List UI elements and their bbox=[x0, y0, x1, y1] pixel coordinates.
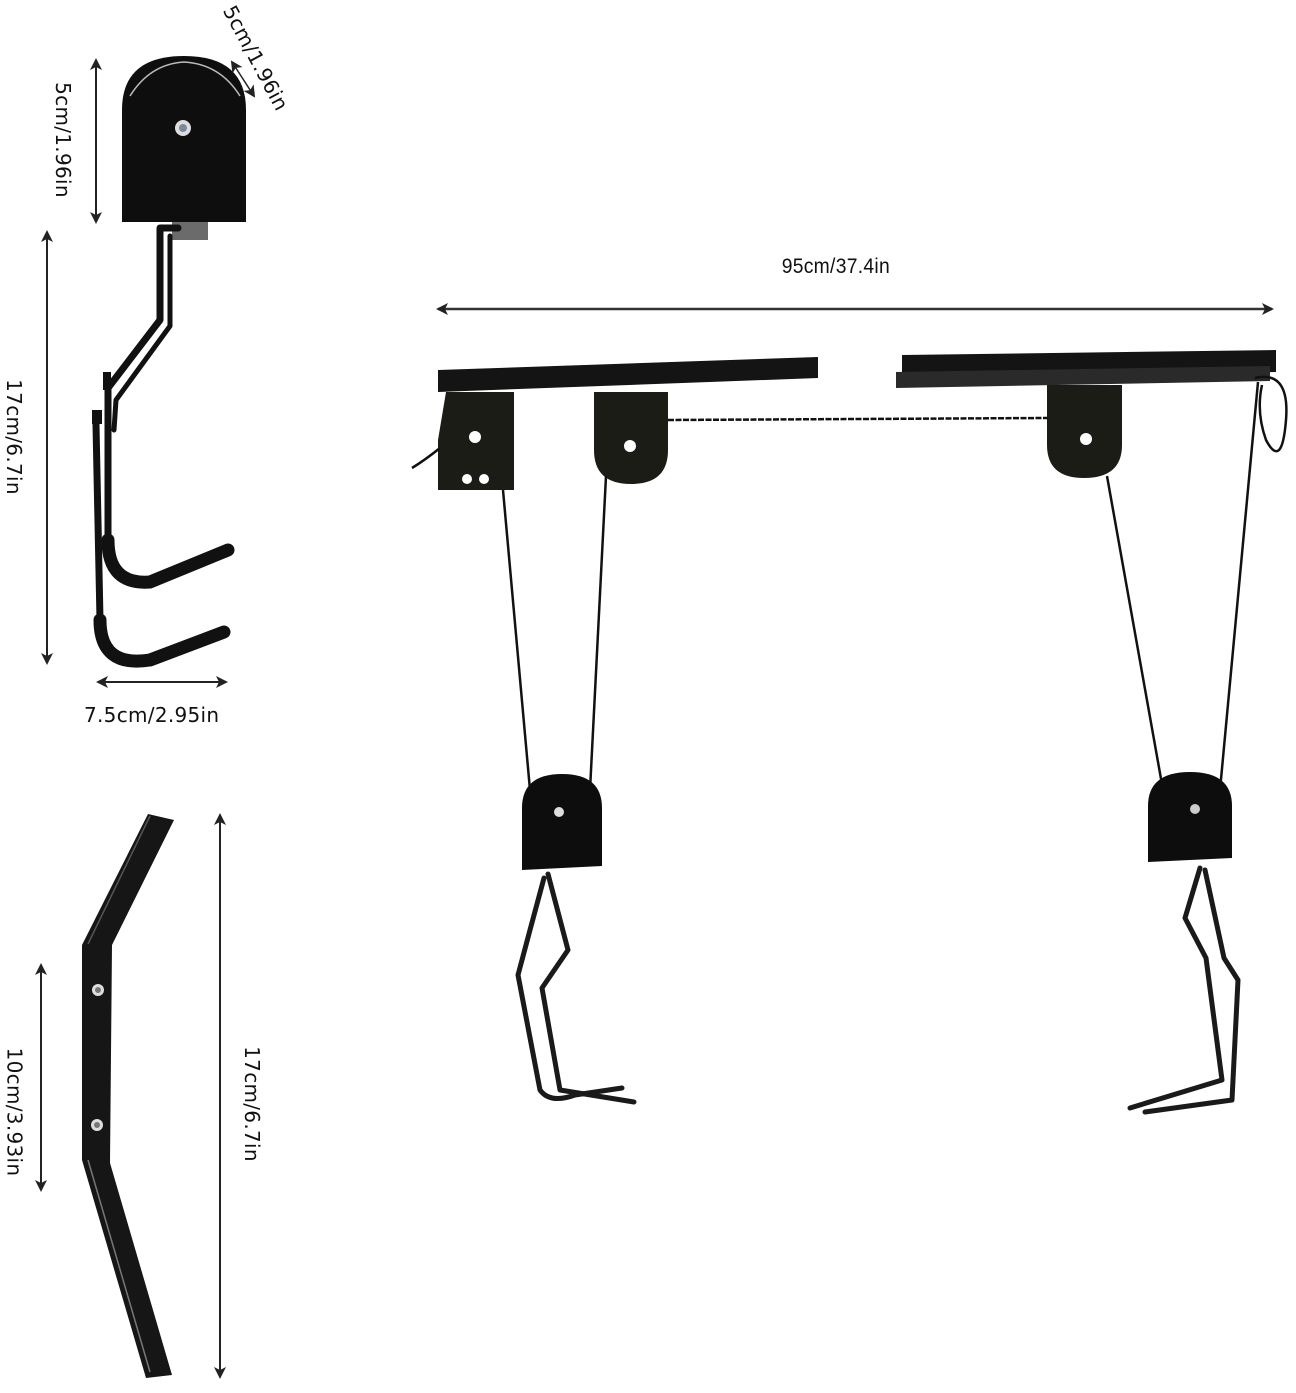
bracket-length-label: 17cm/6.7in bbox=[239, 1046, 264, 1162]
ceiling-rails-illustration bbox=[438, 350, 1276, 392]
hook-width-label: 7.5cm/2.95in bbox=[84, 703, 220, 727]
hook-assembly-illustration bbox=[92, 224, 235, 668]
mounting-bracket-illustration bbox=[82, 814, 174, 1378]
pulley-block-illustration bbox=[122, 56, 246, 240]
lower-hooks-illustration bbox=[515, 865, 1241, 1115]
lower-pulley-left-illustration bbox=[522, 774, 602, 870]
overall-length-label: 95cm/37.4in bbox=[781, 255, 890, 278]
pulley-width-arrow bbox=[230, 60, 256, 98]
upper-pulleys-illustration bbox=[438, 385, 1122, 490]
hook-height-label: 17cm/6.7in bbox=[1, 379, 26, 495]
ropes-illustration bbox=[411, 375, 1288, 791]
lower-pulley-right-illustration bbox=[1148, 772, 1232, 862]
pulley-height-label: 5cm/1.96in bbox=[50, 82, 75, 198]
bracket-hole-spacing-label: 10cm/3.93in bbox=[2, 1047, 27, 1177]
